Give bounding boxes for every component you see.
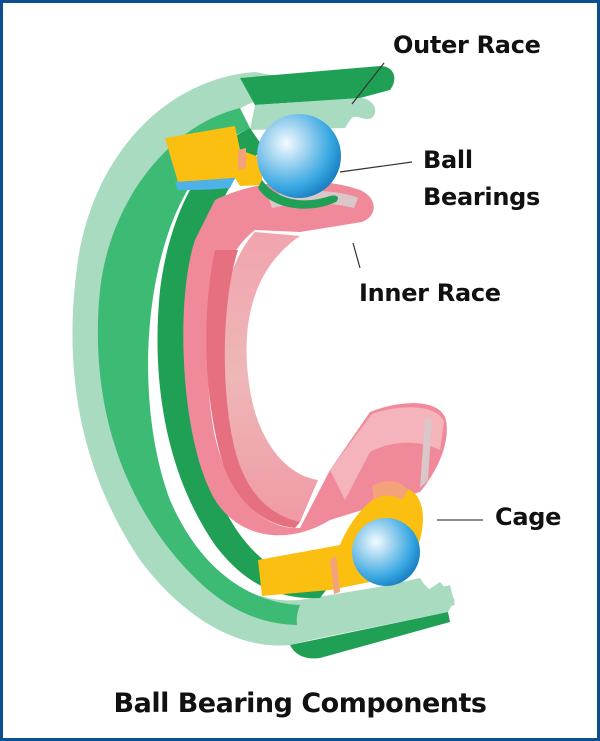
top-ball-seat [258,180,338,209]
outer-race-band-mid [97,108,300,625]
inner-race-flange-bottom [330,407,444,500]
outer-race-bottom-lip [296,578,455,640]
inner-race-shadow [206,250,300,528]
inner-race-bore [218,232,318,522]
inner-race [183,181,447,536]
top-cage [165,126,262,190]
diagram-title: Ball Bearing Components [113,688,487,719]
outer-race-leader-line [351,62,385,105]
bottom-ball [352,518,420,586]
outer-race-top [240,66,395,105]
ball-bearings-leader-line [339,161,413,173]
label-ball-bearings-line2: Bearings [423,183,540,211]
label-inner-race: Inner Race [359,279,501,307]
top-ball [257,114,341,198]
outer-race-bottom-face [290,612,450,659]
label-ball-bearings-line1: Ball [423,146,473,174]
bottom-cage-clip-2 [330,556,340,594]
inner-race-leader-line [352,242,361,269]
label-cage: Cage [495,503,562,531]
label-outer-race: Outer Race [393,31,541,59]
inner-race-groove-bottom [420,418,432,488]
top-cage-body [165,126,262,186]
top-cage-clip [238,148,246,170]
top-cage-edge [175,178,235,190]
bottom-cage-clip [372,481,408,500]
